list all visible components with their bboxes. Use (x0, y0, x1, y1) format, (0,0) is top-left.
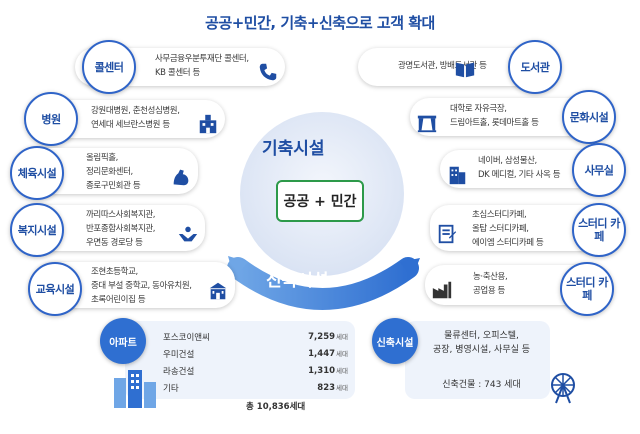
callcenter-desc: 사무금융우분투재단 콜센터,KB 콜센터 등 (155, 54, 249, 78)
new-facility-panel: 물류센터, 오피스텔,공장, 병영시설, 사무실 등 신축건물 : 743 세대 (405, 321, 550, 399)
label-hospital: 병원 (24, 92, 78, 146)
study-icon (438, 224, 457, 244)
label-sports: 체육시설 (10, 146, 64, 200)
label-callcenter: 콜센터 (82, 40, 136, 94)
studycafe-desc: 초심스터디카페,올탑 스터디카페,에이엠 스터디카페 등 (472, 210, 544, 248)
book-icon (455, 62, 475, 78)
culture-desc: 대학로 자유극장,드림아트홀, 롯데마트홀 등 (450, 104, 539, 128)
apartment-total: 총 10,836세대 (246, 402, 306, 412)
apartment-badge: 아파트 (100, 318, 146, 364)
ring-bottom-text: 신축시설 (266, 271, 329, 291)
label-library: 도서관 (508, 40, 562, 94)
school-icon (209, 282, 227, 300)
industry-desc: 농·축산용,공업용 등 (473, 272, 508, 296)
label-studycafe: 스터디 카페 (572, 203, 626, 257)
label-culture: 문화시설 (562, 90, 616, 144)
new-facility-badge: 신축시설 (372, 318, 418, 364)
phone-icon (259, 63, 277, 81)
caring-hands-icon (178, 226, 198, 242)
welfare-desc: 까리따스사회복지관,반포종합사회복지관,우면동 경로당 등 (86, 210, 156, 248)
office-desc: 네이버, 삼성물산,DK 메디컬, 기타 사옥 등 (478, 156, 561, 180)
label-education: 교육시설 (28, 262, 82, 316)
apartment-buildings-icon (114, 370, 156, 408)
office-icon (449, 166, 466, 185)
factory-icon (432, 281, 452, 299)
sports-desc: 올림픽홀,정리문화센터,종로구민회관 등 (86, 153, 141, 191)
new-facility-desc: 물류센터, 오피스텔,공장, 병영시설, 사무실 등 (432, 331, 531, 355)
label-office: 사무실 (572, 143, 626, 197)
ferris-wheel-icon (551, 373, 575, 404)
theater-icon (417, 115, 437, 133)
hospital-icon (199, 114, 217, 134)
center-label: 공공 + 민간 (276, 180, 364, 222)
hospital-desc: 강원대병원, 춘천성심병원,연세대 세브란스병원 등 (91, 106, 180, 130)
label-welfare: 복지시설 (10, 203, 64, 257)
page-title: 공공+민간, 기축+신축으로 고객 확대 (205, 14, 435, 32)
education-desc: 조현초등학교,중대 부설 중학교, 동아유치원,초록어린이집 등 (91, 267, 192, 305)
new-facility-count: 신축건물 : 743 세대 (442, 380, 521, 390)
label-industry: 스터디 카페 (560, 262, 614, 316)
library-desc: 광명도서관, 방배도서관 등 (398, 61, 487, 71)
ring-top-text: 기축시설 (262, 139, 325, 159)
muscle-arm-icon (173, 169, 189, 186)
